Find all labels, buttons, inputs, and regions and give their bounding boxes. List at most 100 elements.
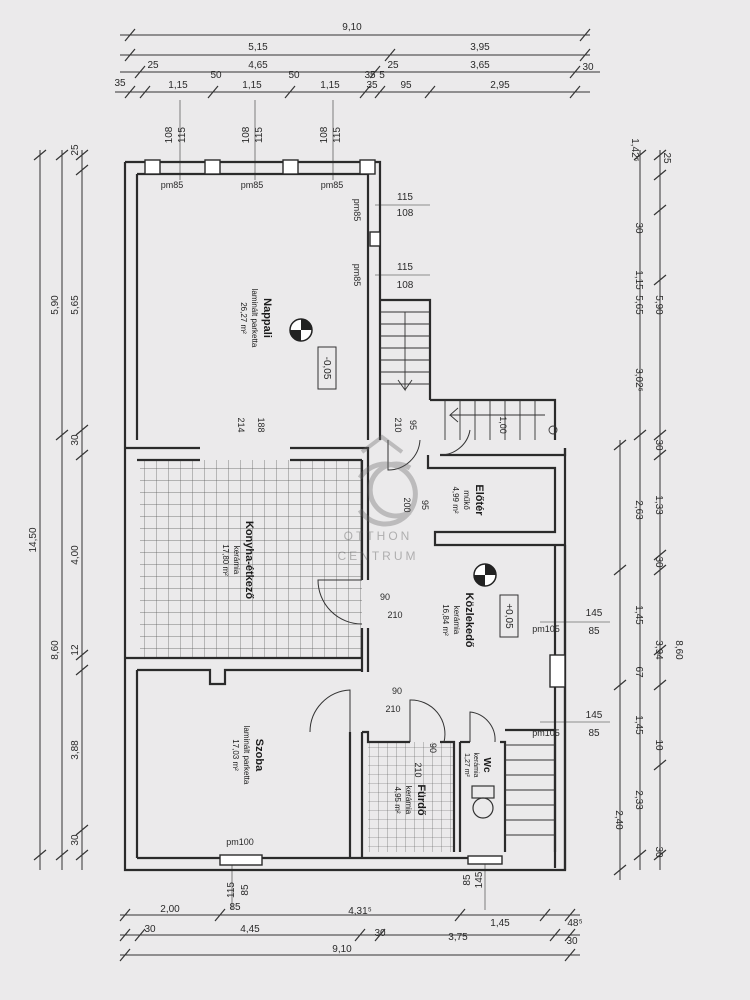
label-window-top-3: pm85 bbox=[321, 180, 344, 190]
room-floor-wc: kerámia bbox=[472, 753, 479, 778]
label-window-top-1: pm85 bbox=[161, 180, 184, 190]
room-label-konyha: Konyha-étkező kerámia 17,80 m² bbox=[221, 521, 255, 600]
dim-bottom-r1-2: 1,45 bbox=[490, 918, 510, 929]
label-window-right-2: pm85 bbox=[352, 264, 362, 287]
room-area-nappali: 26,27 m² bbox=[239, 302, 248, 334]
dim-right-sub-bottom: 3,94 bbox=[653, 640, 664, 660]
dim-window-w-3: 115 bbox=[332, 127, 343, 143]
dim-left-part-top: 5,90 bbox=[50, 295, 61, 315]
dim-window-h-1: 108 bbox=[164, 126, 175, 143]
window-top-1 bbox=[144, 159, 161, 175]
dim-right-mid-7: 10 bbox=[653, 739, 664, 751]
dimension-lines bbox=[33, 28, 667, 962]
dim-top-r2-1: 50 bbox=[210, 70, 222, 81]
window-entry bbox=[467, 855, 503, 865]
otthon-centrum-logo bbox=[357, 434, 418, 527]
level-value-nappali: -0,05 bbox=[321, 357, 332, 380]
dim-right-overall-top: 5,90 bbox=[653, 295, 664, 315]
room-floor-kozlekedo: kerámia bbox=[452, 606, 461, 635]
room-area-eloter: 4,99 m² bbox=[451, 486, 460, 513]
dim-right-mid-5: 67 bbox=[633, 666, 644, 678]
dim-top-left-part: 5,15 bbox=[248, 42, 268, 53]
dim-bottom-window-w-2: 85 bbox=[462, 874, 473, 886]
dim-bottom-r2-4: 30 bbox=[566, 936, 578, 947]
label-window-bottom: pm100 bbox=[226, 837, 254, 847]
dim-side-window-h-1: 108 bbox=[397, 208, 414, 219]
level-markers bbox=[289, 318, 519, 638]
room-area-szoba: 17,03 m² bbox=[231, 739, 240, 771]
dim-right-total-bottom: 8,60 bbox=[673, 640, 684, 660]
dim-right-top-4: 3,02⁵ bbox=[633, 368, 644, 392]
room-floor-eloter: műkő bbox=[462, 490, 471, 510]
room-area-konyha: 17,80 m² bbox=[221, 544, 230, 576]
dim-left-part-bottom: 8,60 bbox=[50, 640, 61, 660]
room-label-szoba: Szoba laminált parketta 17,03 m² bbox=[231, 726, 265, 785]
dim-top-r2-4: 5 bbox=[379, 70, 385, 81]
dim-right-mid-10: 30 bbox=[653, 846, 664, 858]
stair-treads bbox=[380, 311, 558, 836]
label-door-kitchen-w: 90 bbox=[380, 592, 390, 602]
dim-left-inner-0: 25 bbox=[70, 144, 81, 156]
dim-window-h-2: 108 bbox=[241, 126, 252, 143]
label-stair-rise: 1,00 bbox=[498, 416, 508, 434]
wc-fixtures bbox=[471, 785, 495, 819]
wc-bowl bbox=[472, 797, 494, 819]
dim-right-window-w-1: 145 bbox=[586, 608, 603, 619]
window-top-4 bbox=[359, 159, 376, 175]
room-floor-szoba: laminált parketta bbox=[242, 726, 251, 785]
room-area-kozlekedo: 16,84 m² bbox=[441, 604, 450, 636]
label-window-top-2: pm85 bbox=[241, 180, 264, 190]
dim-left-inner-2: 30 bbox=[70, 434, 81, 446]
room-floor-furdo: kerámia bbox=[404, 786, 413, 815]
dim-top-overall: 9,10 bbox=[342, 22, 362, 33]
label-door-entry-w: 95 bbox=[408, 420, 418, 430]
dim-top-r2-5: 25 bbox=[387, 60, 399, 71]
label-door-eloter-w: 95 bbox=[420, 500, 430, 510]
dim-right-mid-2: 2,63 bbox=[633, 500, 644, 520]
label-opening-kitchen-w: 188 bbox=[256, 417, 266, 432]
dim-top-r2-0: 25 bbox=[147, 60, 159, 71]
dim-window-h-3: 108 bbox=[319, 126, 330, 143]
room-name-eloter: Előtér bbox=[473, 484, 485, 516]
dim-top-r2-6: 30 bbox=[582, 62, 594, 73]
dim-top-r3-2: 1,15 bbox=[242, 80, 262, 91]
dim-right-top-2: 30 bbox=[633, 222, 644, 234]
dim-left-inner-5: 3,88 bbox=[70, 740, 81, 760]
dim-right-mid-0: 30 bbox=[653, 439, 664, 451]
dim-left-inner-1: 5,65 bbox=[70, 295, 81, 315]
dim-bottom-r2-0: 30 bbox=[144, 924, 156, 935]
dim-right-top-3: 1,15 bbox=[633, 270, 644, 290]
dim-right-mid-4: 1,45 bbox=[633, 605, 644, 625]
room-area-wc: 1,27 m² bbox=[463, 753, 470, 777]
room-label-nappali: Nappali laminált parketta 26,27 m² bbox=[239, 289, 273, 348]
level-box-nappali bbox=[317, 346, 337, 390]
dim-right-window-w-2: 145 bbox=[586, 710, 603, 721]
dim-top-r3-1: 1,15 bbox=[168, 80, 188, 91]
tiled-floors bbox=[140, 460, 454, 852]
dim-left-inner-4: 12 bbox=[70, 644, 81, 656]
dim-top-inner-right: 3,65 bbox=[470, 60, 490, 71]
room-name-wc: Wc bbox=[481, 758, 492, 773]
watermark-line1: OTTHON bbox=[344, 529, 413, 543]
dim-bottom-overall: 9,10 bbox=[332, 944, 352, 955]
windows bbox=[144, 159, 566, 866]
dim-top-r3-3: 1,15 bbox=[320, 80, 340, 91]
watermark: OTTHON CENTRUM bbox=[338, 529, 416, 563]
dim-bottom-r1-0: 2,00 bbox=[160, 904, 180, 915]
room-name-nappali: Nappali bbox=[261, 298, 273, 338]
label-door-kitchen-h: 210 bbox=[387, 610, 402, 620]
label-door-furdo-w: 90 bbox=[428, 743, 438, 753]
dim-right-top-0: 1,42⁵ bbox=[629, 138, 640, 162]
dim-right-window-h-1: 85 bbox=[588, 626, 600, 637]
window-right-1 bbox=[369, 231, 381, 247]
dim-bottom-window-sill: 85 bbox=[229, 902, 241, 913]
dim-bottom-r2-2: 30 bbox=[374, 928, 386, 939]
dim-top-r3-7: 2,95 bbox=[490, 80, 510, 91]
room-name-szoba: Szoba bbox=[253, 739, 265, 772]
label-opening-kitchen-h: 214 bbox=[236, 417, 246, 432]
dim-top-r3-6: 95 bbox=[400, 80, 412, 91]
label-door-furdo-h: 210 bbox=[413, 762, 423, 777]
label-door-szoba-w: 90 bbox=[392, 686, 402, 696]
doors bbox=[309, 429, 496, 743]
